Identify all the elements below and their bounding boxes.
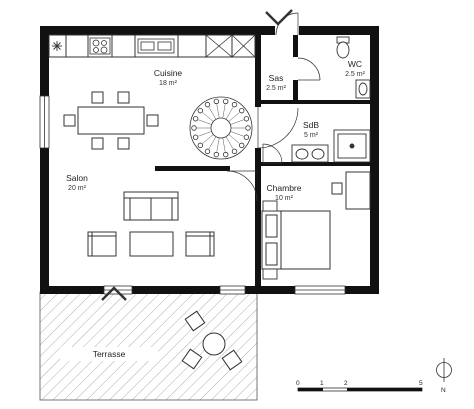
stair-baluster	[213, 151, 220, 158]
stair-baluster	[238, 107, 245, 114]
scale-bar: 0 1 2 5	[296, 380, 423, 392]
entrance-door	[265, 9, 299, 36]
sofa	[123, 191, 179, 221]
stair-baluster	[222, 151, 229, 158]
stair-tread	[228, 112, 240, 122]
dining-table	[63, 91, 159, 150]
stair-tread	[216, 104, 220, 119]
stair-tread	[225, 107, 234, 120]
stair-baluster	[243, 134, 250, 140]
stair-baluster	[192, 116, 199, 122]
stair-tread	[230, 131, 244, 137]
salon-label: Salon	[66, 173, 88, 183]
double-bed	[261, 210, 331, 270]
sas-area: 2.5 m²	[266, 85, 287, 92]
stair-tread	[225, 136, 234, 149]
chambre-label: Chambre	[267, 183, 302, 193]
stair-baluster	[197, 107, 204, 114]
stair-baluster	[213, 98, 220, 105]
stair-tread	[230, 119, 244, 125]
kitchen-counter	[48, 34, 256, 58]
sdb-label: SdB	[303, 120, 319, 130]
wc-area: 2.5 m²	[345, 71, 366, 78]
sun-icon	[52, 41, 62, 51]
terrasse-label: Terrasse	[93, 349, 126, 359]
stair-baluster	[231, 101, 238, 108]
armchair-right	[185, 231, 215, 257]
stair-tread	[198, 131, 212, 137]
scale-tick-1: 1	[320, 380, 324, 387]
stair-baluster	[222, 98, 229, 105]
stair-tread	[202, 134, 214, 144]
cuisine-label: Cuisine	[154, 68, 183, 78]
stair-tread	[208, 107, 217, 120]
stair-baluster	[245, 125, 251, 131]
stair-tread	[228, 134, 240, 144]
kitchen-sink	[137, 38, 175, 54]
stair-baluster	[243, 116, 250, 122]
walls	[40, 26, 379, 294]
nightstand	[262, 200, 278, 280]
terrace-table-set	[181, 310, 243, 371]
stair-tread	[222, 104, 226, 119]
windows	[39, 95, 346, 295]
north-label: N	[441, 387, 446, 394]
chambre-area: 10 m²	[275, 195, 294, 202]
shower	[333, 129, 371, 163]
stair-baluster	[238, 142, 245, 149]
scale-tick-5: 5	[419, 380, 423, 387]
desk	[331, 171, 371, 210]
stair-tread	[202, 112, 214, 122]
stair-baluster	[192, 134, 199, 140]
salon-area: 20 m²	[68, 185, 87, 192]
sdb-area: 5 m²	[304, 132, 319, 139]
spiral-staircase	[189, 96, 253, 160]
wc-sink	[355, 79, 371, 99]
stair-baluster	[204, 148, 211, 155]
coffee-table	[129, 231, 174, 257]
stair-baluster	[204, 101, 211, 108]
cooktop	[89, 37, 111, 55]
sas-label: Sas	[269, 73, 284, 83]
scale-tick-2: 2	[344, 380, 348, 387]
wc-label: WC	[348, 59, 362, 69]
stair-baluster	[197, 142, 204, 149]
stair-tread	[208, 136, 217, 149]
toilet	[336, 36, 350, 59]
terrasse: Terrasse	[39, 291, 258, 401]
cuisine-area: 18 m²	[159, 80, 178, 87]
stair-tread	[198, 119, 212, 125]
stair-baluster	[231, 148, 238, 155]
terrace-door-marker	[101, 286, 127, 301]
scale-tick-0: 0	[296, 380, 300, 387]
north-arrow: N	[436, 358, 452, 394]
stair-tread	[222, 137, 226, 152]
fridge	[205, 34, 256, 58]
double-washbasin	[291, 144, 329, 163]
interior-doors	[226, 57, 321, 202]
stair-tread	[216, 137, 220, 152]
armchair-left	[87, 231, 117, 257]
stair-baluster	[191, 125, 197, 131]
